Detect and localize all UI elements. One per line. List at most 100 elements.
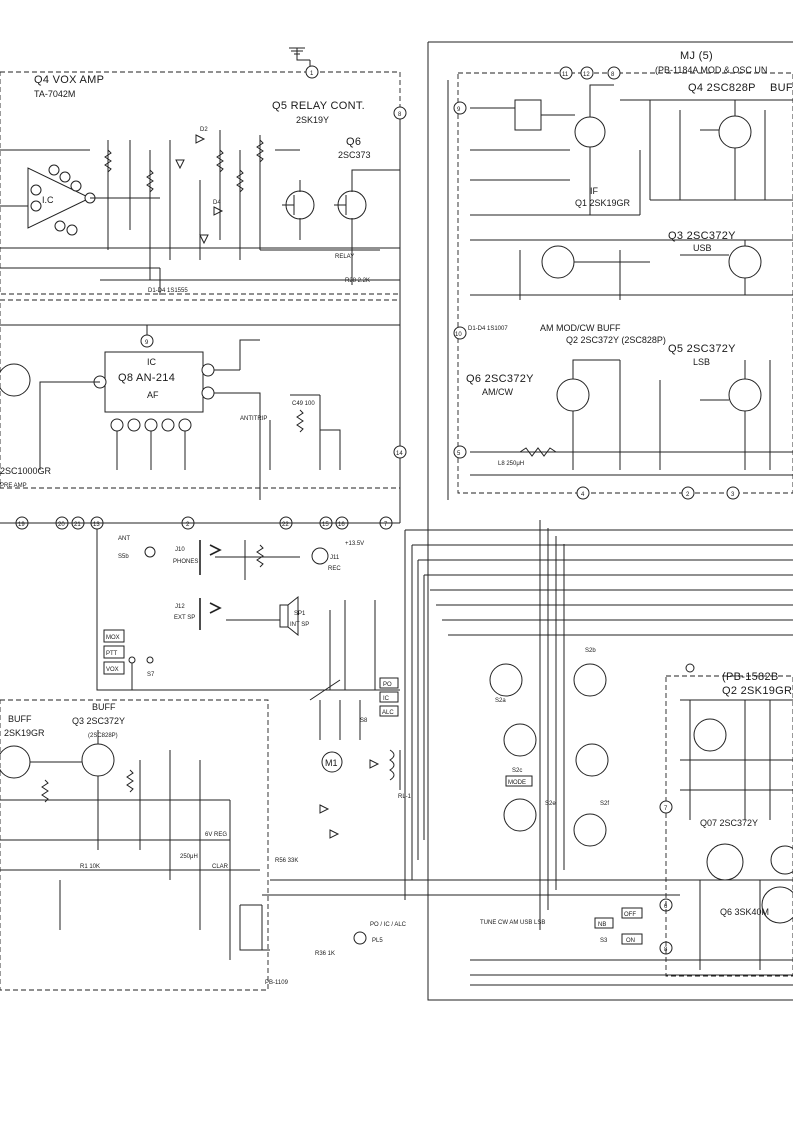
svg-text:ANT: ANT xyxy=(118,536,130,542)
q4-buff-transistor xyxy=(718,115,752,149)
svg-text:R56 33K: R56 33K xyxy=(275,858,298,864)
svg-text:S2f: S2f xyxy=(600,801,609,807)
svg-text:S7: S7 xyxy=(147,672,155,678)
phone-jacks xyxy=(199,540,222,630)
af-amp-section: IC Q8 AN-214 AF 9 2SC1000GR PRE AMP C49 … xyxy=(0,299,401,500)
svg-text:3: 3 xyxy=(731,492,735,498)
svg-text:PHONES: PHONES xyxy=(173,559,198,565)
svg-text:D4: D4 xyxy=(213,200,221,206)
q5-label: Q5 RELAY CONT. xyxy=(272,100,365,112)
q6-label: Q6 xyxy=(346,136,361,148)
nb-q2-fet xyxy=(693,718,727,752)
q6-dualgate-fet xyxy=(761,886,793,924)
svg-text:12: 12 xyxy=(583,72,590,78)
svg-text:2: 2 xyxy=(186,522,190,528)
s2e-wafer xyxy=(503,798,537,832)
buff-fet xyxy=(0,745,31,779)
svg-text:AF: AF xyxy=(147,390,159,400)
svg-text:(2SC828P): (2SC828P) xyxy=(88,733,118,739)
svg-text:16: 16 xyxy=(338,522,345,528)
svg-text:J10: J10 xyxy=(175,547,185,553)
q3-buff-part: Q3 2SC372Y xyxy=(72,716,125,726)
q4-buff-part: Q4 2SC828P xyxy=(688,82,756,94)
pilot-lamp-section: PO / IC / ALC PL5 R36 1K TUNE CW AM USB … xyxy=(315,920,545,957)
svg-text:1: 1 xyxy=(310,71,314,77)
svg-text:9: 9 xyxy=(145,340,149,346)
bus-wiring xyxy=(262,520,793,986)
svg-text:L8 250μH: L8 250μH xyxy=(498,461,524,467)
ic-an214-label: Q8 AN-214 xyxy=(118,372,175,384)
nb-board-section: (PB-1582B Q2 2SK19GR Q07 2SC372Y Q6 3SK4… xyxy=(659,663,793,977)
connector-row: 19 20 21 13 2 22 15 16 7 14 8 +13.5V xyxy=(0,106,407,547)
svg-text:AM/CW: AM/CW xyxy=(482,387,514,397)
svg-text:IF: IF xyxy=(590,186,599,196)
svg-text:D1-D4 1S1007: D1-D4 1S1007 xyxy=(468,326,508,332)
svg-text:IC: IC xyxy=(383,696,390,702)
svg-text:I.C: I.C xyxy=(42,195,54,205)
mode-tags: TUNE CW AM USB LSB xyxy=(480,920,545,926)
q3-usb-part: Q3 2SC372Y xyxy=(668,230,736,242)
svg-text:J12: J12 xyxy=(175,604,185,610)
svg-text:BUFF: BUFF xyxy=(770,82,793,94)
svg-text:C49 100: C49 100 xyxy=(292,401,315,407)
mod-osc-unit: MJ (5) (PB-1184A MOD & OSC UN 9 5 10 11 … xyxy=(427,41,793,1001)
q07-label: Q07 2SC372Y xyxy=(700,818,758,828)
buff-transistor xyxy=(81,743,115,777)
svg-text:SP1: SP1 xyxy=(294,611,306,617)
pilot-lamp-icon xyxy=(353,931,367,945)
q5-lsb-part: Q5 2SC372Y xyxy=(668,343,736,355)
nb-board-label: (PB-1582B xyxy=(722,671,779,683)
svg-text:BUFF: BUFF xyxy=(92,702,116,712)
preamp-transistor xyxy=(0,363,31,397)
svg-text:21: 21 xyxy=(74,522,81,528)
svg-text:S2e: S2e xyxy=(545,801,556,807)
svg-text:9: 9 xyxy=(457,107,461,113)
svg-text:11: 11 xyxy=(562,72,569,78)
svg-text:M1: M1 xyxy=(325,758,338,768)
audio-jack-section: ANT S5b J10 PHONES J12 EXT SP J11 REC SP… xyxy=(118,536,341,637)
svg-text:ON: ON xyxy=(626,938,635,944)
svg-text:20: 20 xyxy=(58,522,65,528)
vox-amp-section: Q4 VOX AMP TA-7042M I.C D1-D4 1S1555 D2 … xyxy=(0,71,401,295)
q4-vox-part: TA-7042M xyxy=(34,89,75,99)
svg-text:R36 1K: R36 1K xyxy=(315,951,335,957)
svg-text:19: 19 xyxy=(18,522,25,528)
svg-text:4: 4 xyxy=(581,492,585,498)
buff-label: BUFF xyxy=(8,714,32,724)
q6-3sk40m-label: Q6 3SK40M xyxy=(720,907,769,917)
svg-text:15: 15 xyxy=(322,522,329,528)
meter-section: M1 PO IC ALC S8 RL-1 xyxy=(309,600,412,839)
j18-jack xyxy=(144,546,156,558)
osc-buffer-section: BUFF 2SK19GR BUFF Q3 2SC372Y (2SC828P) 6… xyxy=(0,699,298,991)
svg-text:CLAR: CLAR xyxy=(212,864,229,870)
svg-text:R1 10K: R1 10K xyxy=(80,864,100,870)
s2d-wafer xyxy=(575,743,609,777)
q2-mod-transistor xyxy=(541,245,575,279)
svg-text:INT SP: INT SP xyxy=(290,622,309,628)
board-id-label: PB-1109 xyxy=(265,980,289,986)
svg-text:D2: D2 xyxy=(200,127,208,133)
svg-text:NB: NB xyxy=(598,922,606,928)
q07-transistor xyxy=(706,843,744,881)
mox-ptt-vox-switch: MOX PTT VOX S7 xyxy=(96,529,400,691)
svg-text:LSB: LSB xyxy=(693,357,710,367)
module-board-label: (PB-1184A MOD & OSC UN xyxy=(655,65,767,75)
svg-text:ANTITRIP: ANTITRIP xyxy=(240,416,267,422)
svg-text:S2a: S2a xyxy=(495,698,506,704)
q3-usb-transistor xyxy=(728,245,762,279)
q5-lsb-transistor xyxy=(728,378,762,412)
q6-part: 2SC373 xyxy=(338,150,371,160)
ground-symbol xyxy=(289,47,310,61)
svg-text:6V REG: 6V REG xyxy=(205,832,227,838)
svg-text:13: 13 xyxy=(93,522,100,528)
svg-text:J11: J11 xyxy=(330,555,340,561)
diode-note: D1-D4 1S1555 xyxy=(148,288,188,294)
svg-text:EXT SP: EXT SP xyxy=(174,615,195,621)
am-mod-label: AM MOD/CW BUFF xyxy=(540,323,621,333)
svg-text:S8: S8 xyxy=(360,718,368,724)
svg-text:PO / IC / ALC: PO / IC / ALC xyxy=(370,922,407,928)
svg-text:R28 2.2K: R28 2.2K xyxy=(345,278,370,284)
s2a-wafer xyxy=(489,663,523,697)
q1-if-part: Q1 2SK19GR xyxy=(575,198,631,208)
svg-text:8: 8 xyxy=(611,72,615,78)
